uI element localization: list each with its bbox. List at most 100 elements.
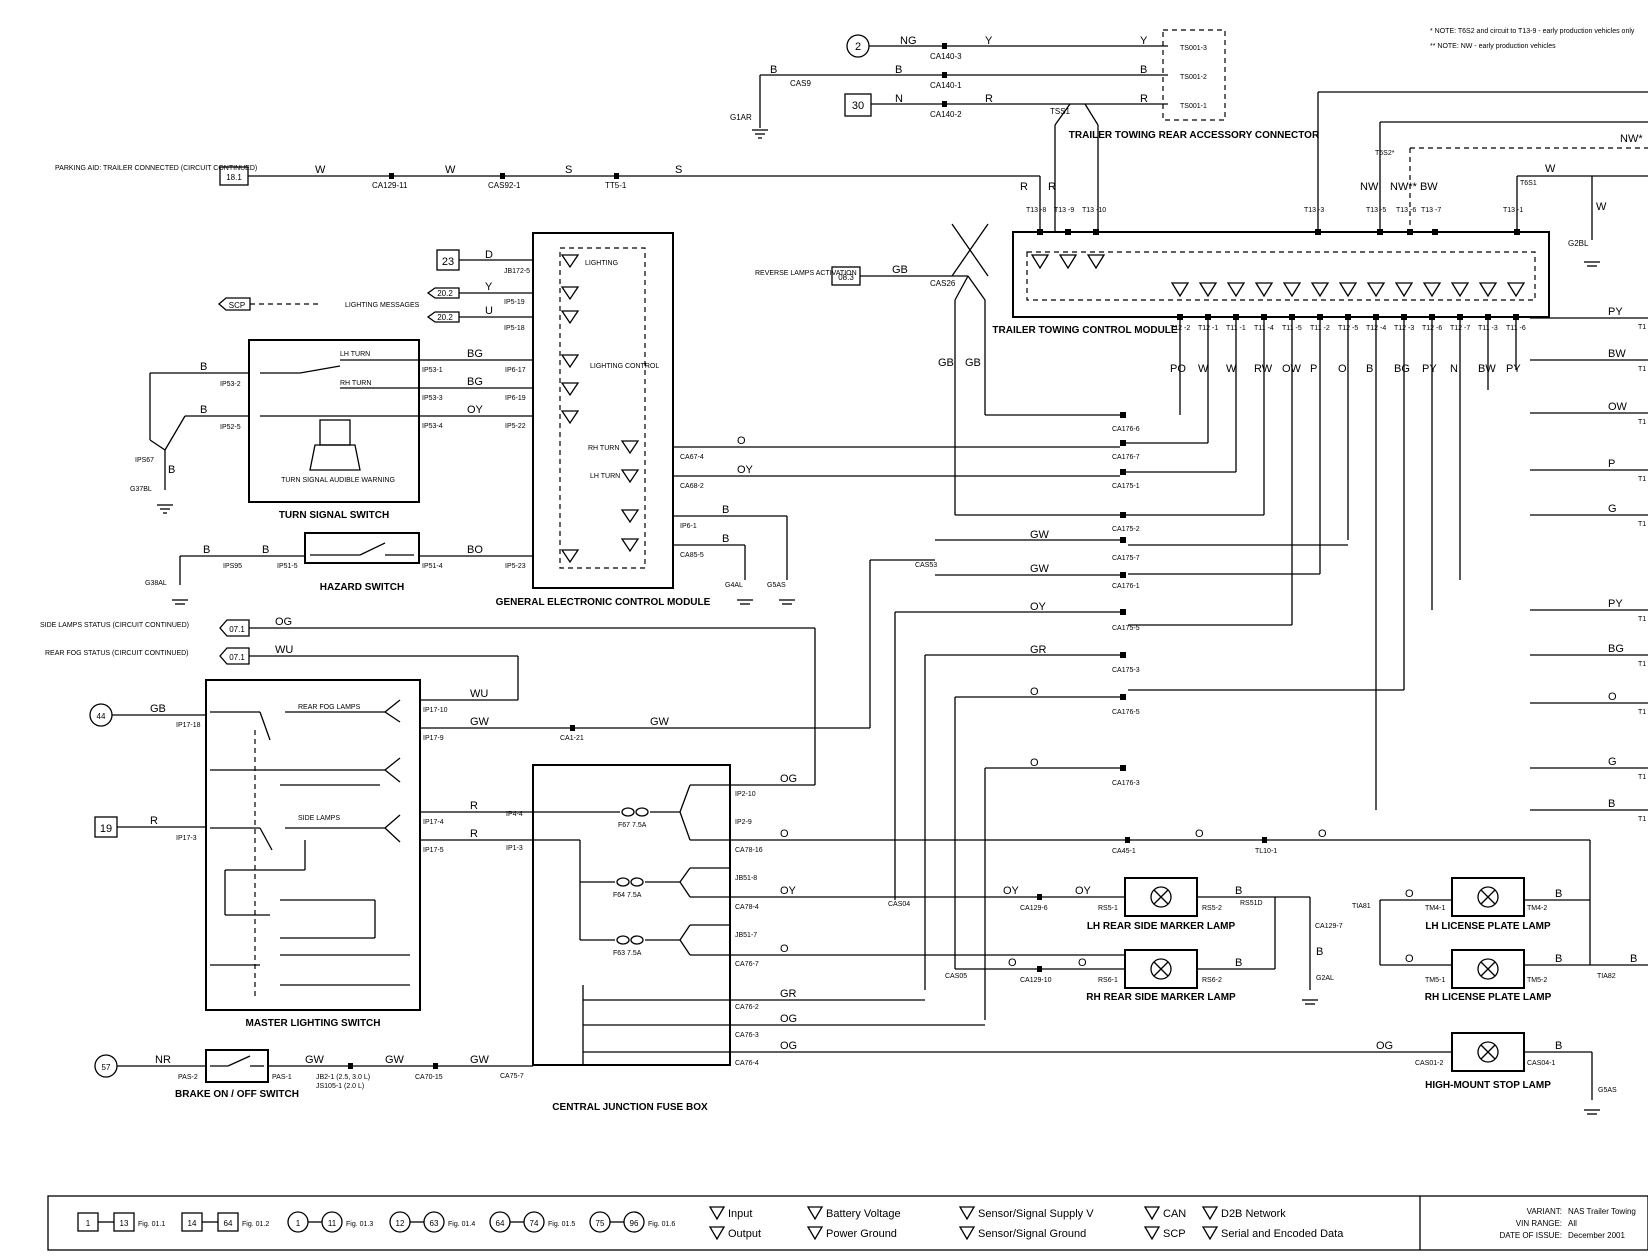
mid-connector [1120,572,1126,578]
conn-ip519: IP5-19 [504,299,525,306]
conn-ca762: CA76-2 [735,1004,759,1011]
mid-connector [1120,512,1126,518]
bottom-pin-symbol [1254,282,1274,298]
legend-symbols: Input Output Battery Voltage Power Groun… [708,1206,1344,1241]
trailer-module-label: TRAILER TOWING CONTROL MODULE [992,325,1178,336]
right-edge-wire-color: O [1608,691,1617,703]
svg-text:64: 64 [496,1219,505,1228]
ground-g2bl: G2BL [1568,239,1589,248]
svg-text:Power Ground: Power Ground [826,1228,897,1240]
conn-rs51d: RS51D [1240,900,1263,907]
svg-text:75: 75 [596,1219,605,1228]
conn-ts3: TS001-1 [1180,103,1207,110]
wire-r2: R [1140,93,1148,105]
svg-text:Fig. 01.6: Fig. 01.6 [648,1221,675,1228]
bottom-pin-symbol [1422,282,1442,298]
wire-gb4: GB [150,703,166,715]
top-pin-wire-color: R [1020,181,1028,193]
wire-o3: O [1030,757,1039,769]
top-pin-connector [1037,229,1043,235]
conn-ca784: CA78-4 [735,904,759,911]
conn-ip179: IP17-9 [423,735,444,742]
ext-reverse: REVERSE LAMPS ACTIVATION [755,270,857,277]
svg-text:Sensor/Signal Ground: Sensor/Signal Ground [978,1228,1086,1240]
wire-b-h2: B [262,544,269,556]
conn-ca1753: CA175-3 [1112,667,1140,674]
ground-g5as: G5AS [767,582,786,589]
conn-ca855: CA85-5 [680,552,704,559]
conn-ip531: IP53-1 [422,367,443,374]
conn-cas012: CAS01-2 [1415,1060,1444,1067]
turn-signal-switch-box [248,339,420,503]
top-pin-connector [1065,229,1071,235]
ref-18: 18.1 [226,173,242,182]
wire-b-h1: B [203,544,210,556]
wire-b-lp1: B [1555,888,1562,900]
bottom-pin-wire-color: PY [1506,363,1521,375]
mid-connectors [1120,412,1126,771]
fuse-f67: F67 7.5A [618,822,647,829]
conn-ts2: TS001-2 [1180,74,1207,81]
wire-og3: OG [780,1013,797,1025]
gecm-pin-symbol [560,310,580,325]
top-pin-label: T13 -8 [1026,207,1046,214]
note-2: ** NOTE: NW - early production vehicles [1430,43,1556,50]
right-edge-pin: T1 [1638,816,1646,823]
ref-44: 44 [97,712,106,721]
conn-ip174: IP17-4 [423,819,444,826]
wire-s2: S [675,164,682,176]
lh-license-box [1451,877,1525,917]
conn-ip514: IP51-4 [422,563,443,570]
conn-cas05: CAS05 [945,973,967,980]
svg-text:Fig. 01.3: Fig. 01.3 [346,1221,373,1228]
wire-b-g2: B [722,533,729,545]
conn-cas26: CAS26 [930,279,956,288]
wire-w2: W [445,164,456,176]
wire-o4: O [780,828,789,840]
wire-o5: O [1195,828,1204,840]
conn-tia81: TIA81 [1352,903,1371,910]
conn-rs62: RS6-2 [1202,977,1222,984]
bottom-pin-wire-color: BW [1478,363,1496,375]
gecm-pin-symbol [620,538,640,553]
turn-audible-label: TURN SIGNAL AUDIBLE WARNING [281,477,395,484]
wire-b-hm: B [1555,1040,1562,1052]
bottom-pin-symbol [1394,282,1414,298]
right-edge-wire-color: OW [1608,401,1628,413]
ground-g2al: G2AL [1316,975,1334,982]
conn-tm52: TM5-2 [1527,977,1547,984]
mid-connector [1120,537,1126,543]
wire-o8: O [1008,957,1017,969]
wire-gw5: GW [305,1054,325,1066]
conn-ca1761: CA176-1 [1112,583,1140,590]
wire-b-rs2: B [1235,957,1242,969]
conn-ip1718: IP17-18 [176,722,201,729]
conn-ca767: CA76-7 [735,961,759,968]
ext-side-status: SIDE LAMPS STATUS (CIRCUIT CONTINUED) [40,622,189,629]
trailer-connector-label: TRAILER TOWING REAR ACCESSORY CONNECTOR [1069,130,1320,141]
gecm-pin-symbol [560,286,580,301]
wire-bo: BO [467,544,483,556]
wire-b-tss2: B [200,404,207,416]
top-pin-connector [1432,229,1438,235]
svg-text:VARIANT:: VARIANT: [1527,1207,1562,1216]
right-edge-pin: T1 [1638,476,1646,483]
bottom-pin-symbol [1506,282,1526,298]
conn-cas921: CAS92-1 [488,181,521,190]
rh-side-marker-label: RH REAR SIDE MARKER LAMP [1086,992,1236,1003]
top-pin-label: T13 -6 [1396,207,1416,214]
conn-rs51: RS5-1 [1098,905,1118,912]
wire-y2: Y [1140,35,1148,47]
wire-o11: O [1405,953,1414,965]
svg-text:SCP: SCP [1163,1228,1186,1240]
right-edge-wire-color: PY [1608,306,1623,318]
bottom-pin-symbol [1198,282,1218,298]
conn-rs61: RS6-1 [1098,977,1118,984]
gecm-label: GENERAL ELECTRONIC CONTROL MODULE [496,597,711,608]
conn-ca682: CA68-2 [680,483,704,490]
mls-rear-fog: REAR FOG LAMPS [298,704,361,711]
top-pin-connector [1093,229,1099,235]
note-1: * NOTE: T6S2 and circuit to T13-9 - earl… [1430,28,1635,35]
